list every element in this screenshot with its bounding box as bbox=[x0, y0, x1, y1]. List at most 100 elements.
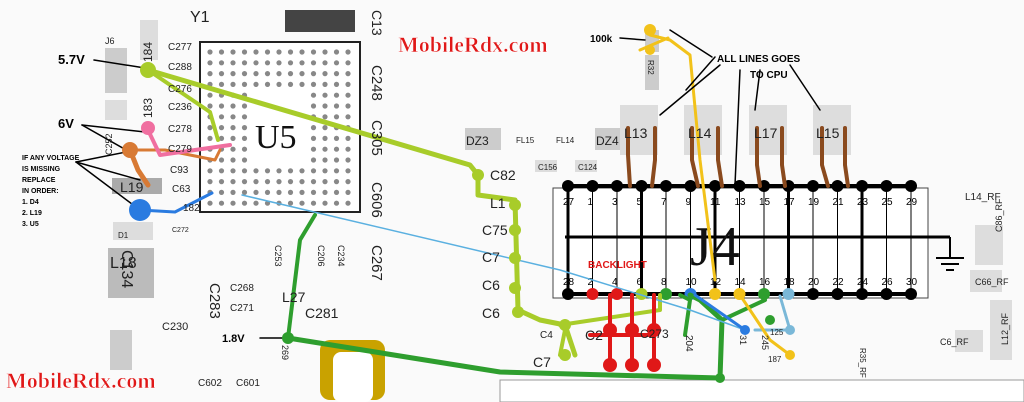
bga-ball bbox=[322, 49, 328, 55]
j4-pin-label: 9 bbox=[686, 197, 692, 208]
bga-ball bbox=[310, 60, 317, 66]
label-l14rf: L14_RF bbox=[965, 192, 1001, 203]
bga-ball bbox=[333, 179, 340, 185]
label-r31: 31 bbox=[738, 335, 748, 345]
bga-ball bbox=[345, 135, 351, 141]
bga-ball bbox=[218, 200, 225, 206]
bga-ball bbox=[322, 135, 328, 141]
label-j6: J6 bbox=[105, 36, 115, 46]
j4-pin-bottom bbox=[807, 288, 819, 300]
bga-ball bbox=[345, 189, 351, 195]
j4-pin-label: 19 bbox=[808, 197, 820, 208]
j4-pin-label: 11 bbox=[710, 197, 721, 208]
label-c305: C305 bbox=[368, 120, 385, 156]
note-lines-cpu-1: ALL LINES GOES bbox=[717, 54, 800, 65]
bga-ball bbox=[241, 189, 248, 195]
bga-ball bbox=[264, 71, 271, 77]
note-6v: 6V bbox=[58, 116, 74, 131]
bga-ball bbox=[230, 81, 236, 87]
bga-ball bbox=[310, 157, 317, 163]
bga-ball bbox=[241, 146, 248, 152]
bga-ball bbox=[345, 179, 351, 185]
j4-pin-bottom bbox=[635, 288, 648, 300]
bga-ball bbox=[322, 81, 328, 87]
bga-ball bbox=[276, 81, 282, 87]
bga-ball bbox=[322, 125, 328, 131]
bga-ball bbox=[299, 71, 305, 77]
j4-pin-label: 10 bbox=[686, 277, 698, 288]
j4-pin-label: 14 bbox=[735, 277, 747, 288]
bga-ball bbox=[333, 135, 340, 141]
bga-ball bbox=[287, 60, 294, 66]
label-dz3: DZ3 bbox=[466, 134, 489, 148]
bga-ball bbox=[253, 49, 259, 55]
j4-pin-label: 3 bbox=[612, 197, 618, 208]
label-c288: C288 bbox=[168, 62, 192, 73]
bga-ball bbox=[345, 114, 351, 120]
bga-ball bbox=[333, 200, 340, 206]
j4-pin-bottom bbox=[905, 288, 917, 300]
bga-ball bbox=[218, 114, 225, 120]
j4-pin-label: 28 bbox=[563, 277, 575, 288]
bga-ball bbox=[241, 168, 248, 174]
bga-ball bbox=[230, 135, 236, 141]
label-r269: 269 bbox=[280, 345, 290, 360]
j4-pin-label: 16 bbox=[759, 277, 771, 288]
label-c248: C248 bbox=[368, 65, 385, 101]
label-r187: 187 bbox=[768, 355, 782, 364]
bga-ball bbox=[345, 168, 351, 174]
j4-pin-label: 17 bbox=[784, 197, 796, 208]
note-5-7v: 5.7V bbox=[58, 52, 85, 67]
bga-balls bbox=[207, 49, 351, 206]
bga-ball bbox=[276, 168, 282, 174]
bga-ball bbox=[241, 157, 248, 163]
bga-ball bbox=[322, 71, 328, 77]
j4-pin-label: 1 bbox=[588, 197, 594, 208]
bga-ball bbox=[322, 103, 328, 109]
j4-pin-label: 22 bbox=[833, 277, 845, 288]
label-l18: L18 bbox=[110, 255, 137, 272]
label-c252: C252 bbox=[104, 133, 114, 155]
bga-ball bbox=[322, 92, 328, 98]
label-c66rf: C66_RF bbox=[975, 277, 1009, 287]
label-c7b: C7 bbox=[533, 354, 551, 370]
bga-ball bbox=[264, 49, 271, 55]
bga-ball bbox=[253, 81, 259, 87]
bga-ball bbox=[333, 49, 340, 55]
bga-ball bbox=[241, 135, 248, 141]
bga-ball bbox=[264, 60, 271, 66]
bga-ball bbox=[207, 103, 213, 109]
label-c601: C601 bbox=[236, 378, 260, 389]
label-c273: C273 bbox=[640, 327, 669, 341]
bga-ball bbox=[253, 168, 259, 174]
bga-ball bbox=[333, 71, 340, 77]
bga-ball bbox=[230, 71, 236, 77]
bga-ball bbox=[218, 179, 225, 185]
label-c86rf: C86_RF bbox=[994, 198, 1004, 232]
bga-ball bbox=[241, 81, 248, 87]
bga-ball bbox=[218, 168, 225, 174]
bga-ball bbox=[322, 114, 328, 120]
label-dz4: DZ4 bbox=[596, 134, 619, 148]
j4-pin-bottom bbox=[611, 288, 623, 300]
bga-ball bbox=[322, 200, 328, 206]
label-d1: D1 bbox=[118, 231, 129, 240]
label-c283: C283 bbox=[206, 283, 223, 319]
j4-pin-label: 6 bbox=[637, 277, 643, 288]
bga-ball bbox=[276, 189, 282, 195]
label-fl14: FL14 bbox=[556, 136, 575, 145]
vertical-labels: 184 183 C252 C134 C283 C253 C206 C234 C2… bbox=[104, 10, 1010, 378]
bga-ball bbox=[333, 114, 340, 120]
bga-ball bbox=[333, 189, 340, 195]
j4-pin-label: 18 bbox=[784, 277, 796, 288]
bga-ball bbox=[276, 60, 282, 66]
j4-pin-label: 23 bbox=[857, 197, 869, 208]
bga-ball bbox=[310, 103, 317, 109]
watermark-bottom: MobileRdx.com bbox=[6, 368, 156, 393]
bga-ball bbox=[207, 168, 213, 174]
bga-ball bbox=[241, 125, 248, 131]
j4-pin-label: 5 bbox=[637, 197, 643, 208]
label-d182: 182 bbox=[183, 203, 200, 214]
